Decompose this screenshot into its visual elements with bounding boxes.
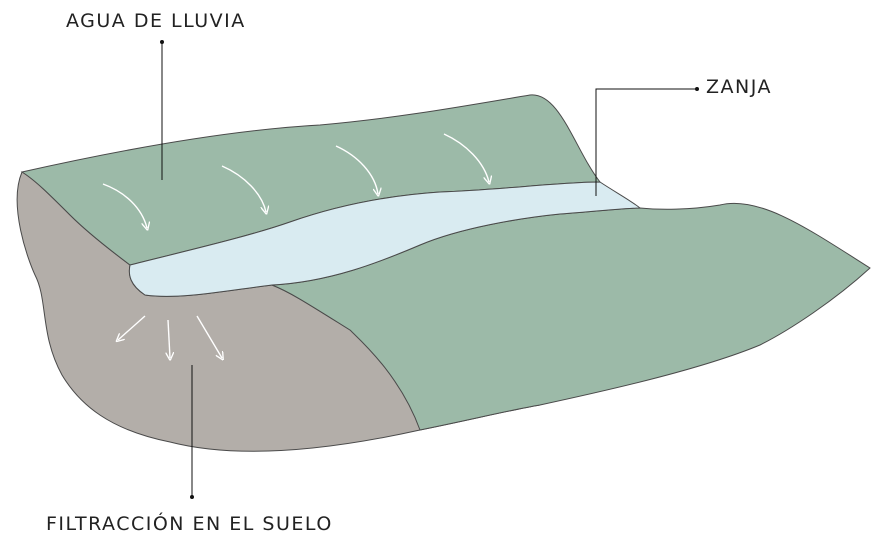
rain-water-label: AGUA DE LLUVIA: [66, 10, 246, 32]
curved-arrow-icon: [443, 133, 489, 182]
infiltration-leader: [190, 365, 194, 499]
ditch-label: ZANJA: [706, 76, 772, 98]
straight-arrow-icon: [168, 319, 170, 358]
curved-arrow-icon: [221, 165, 266, 212]
curved-arrow-icon: [102, 183, 147, 228]
straight-arrow-icon: [196, 315, 222, 358]
soil-infiltration-label: FILTRACCIÓN EN EL SUELO: [46, 513, 333, 535]
straight-arrow-icon: [118, 315, 146, 340]
ditch-leader: [595, 87, 699, 196]
rain-leader: [160, 40, 164, 180]
ditch-water: [128, 181, 642, 297]
curved-arrow-icon: [335, 145, 378, 194]
